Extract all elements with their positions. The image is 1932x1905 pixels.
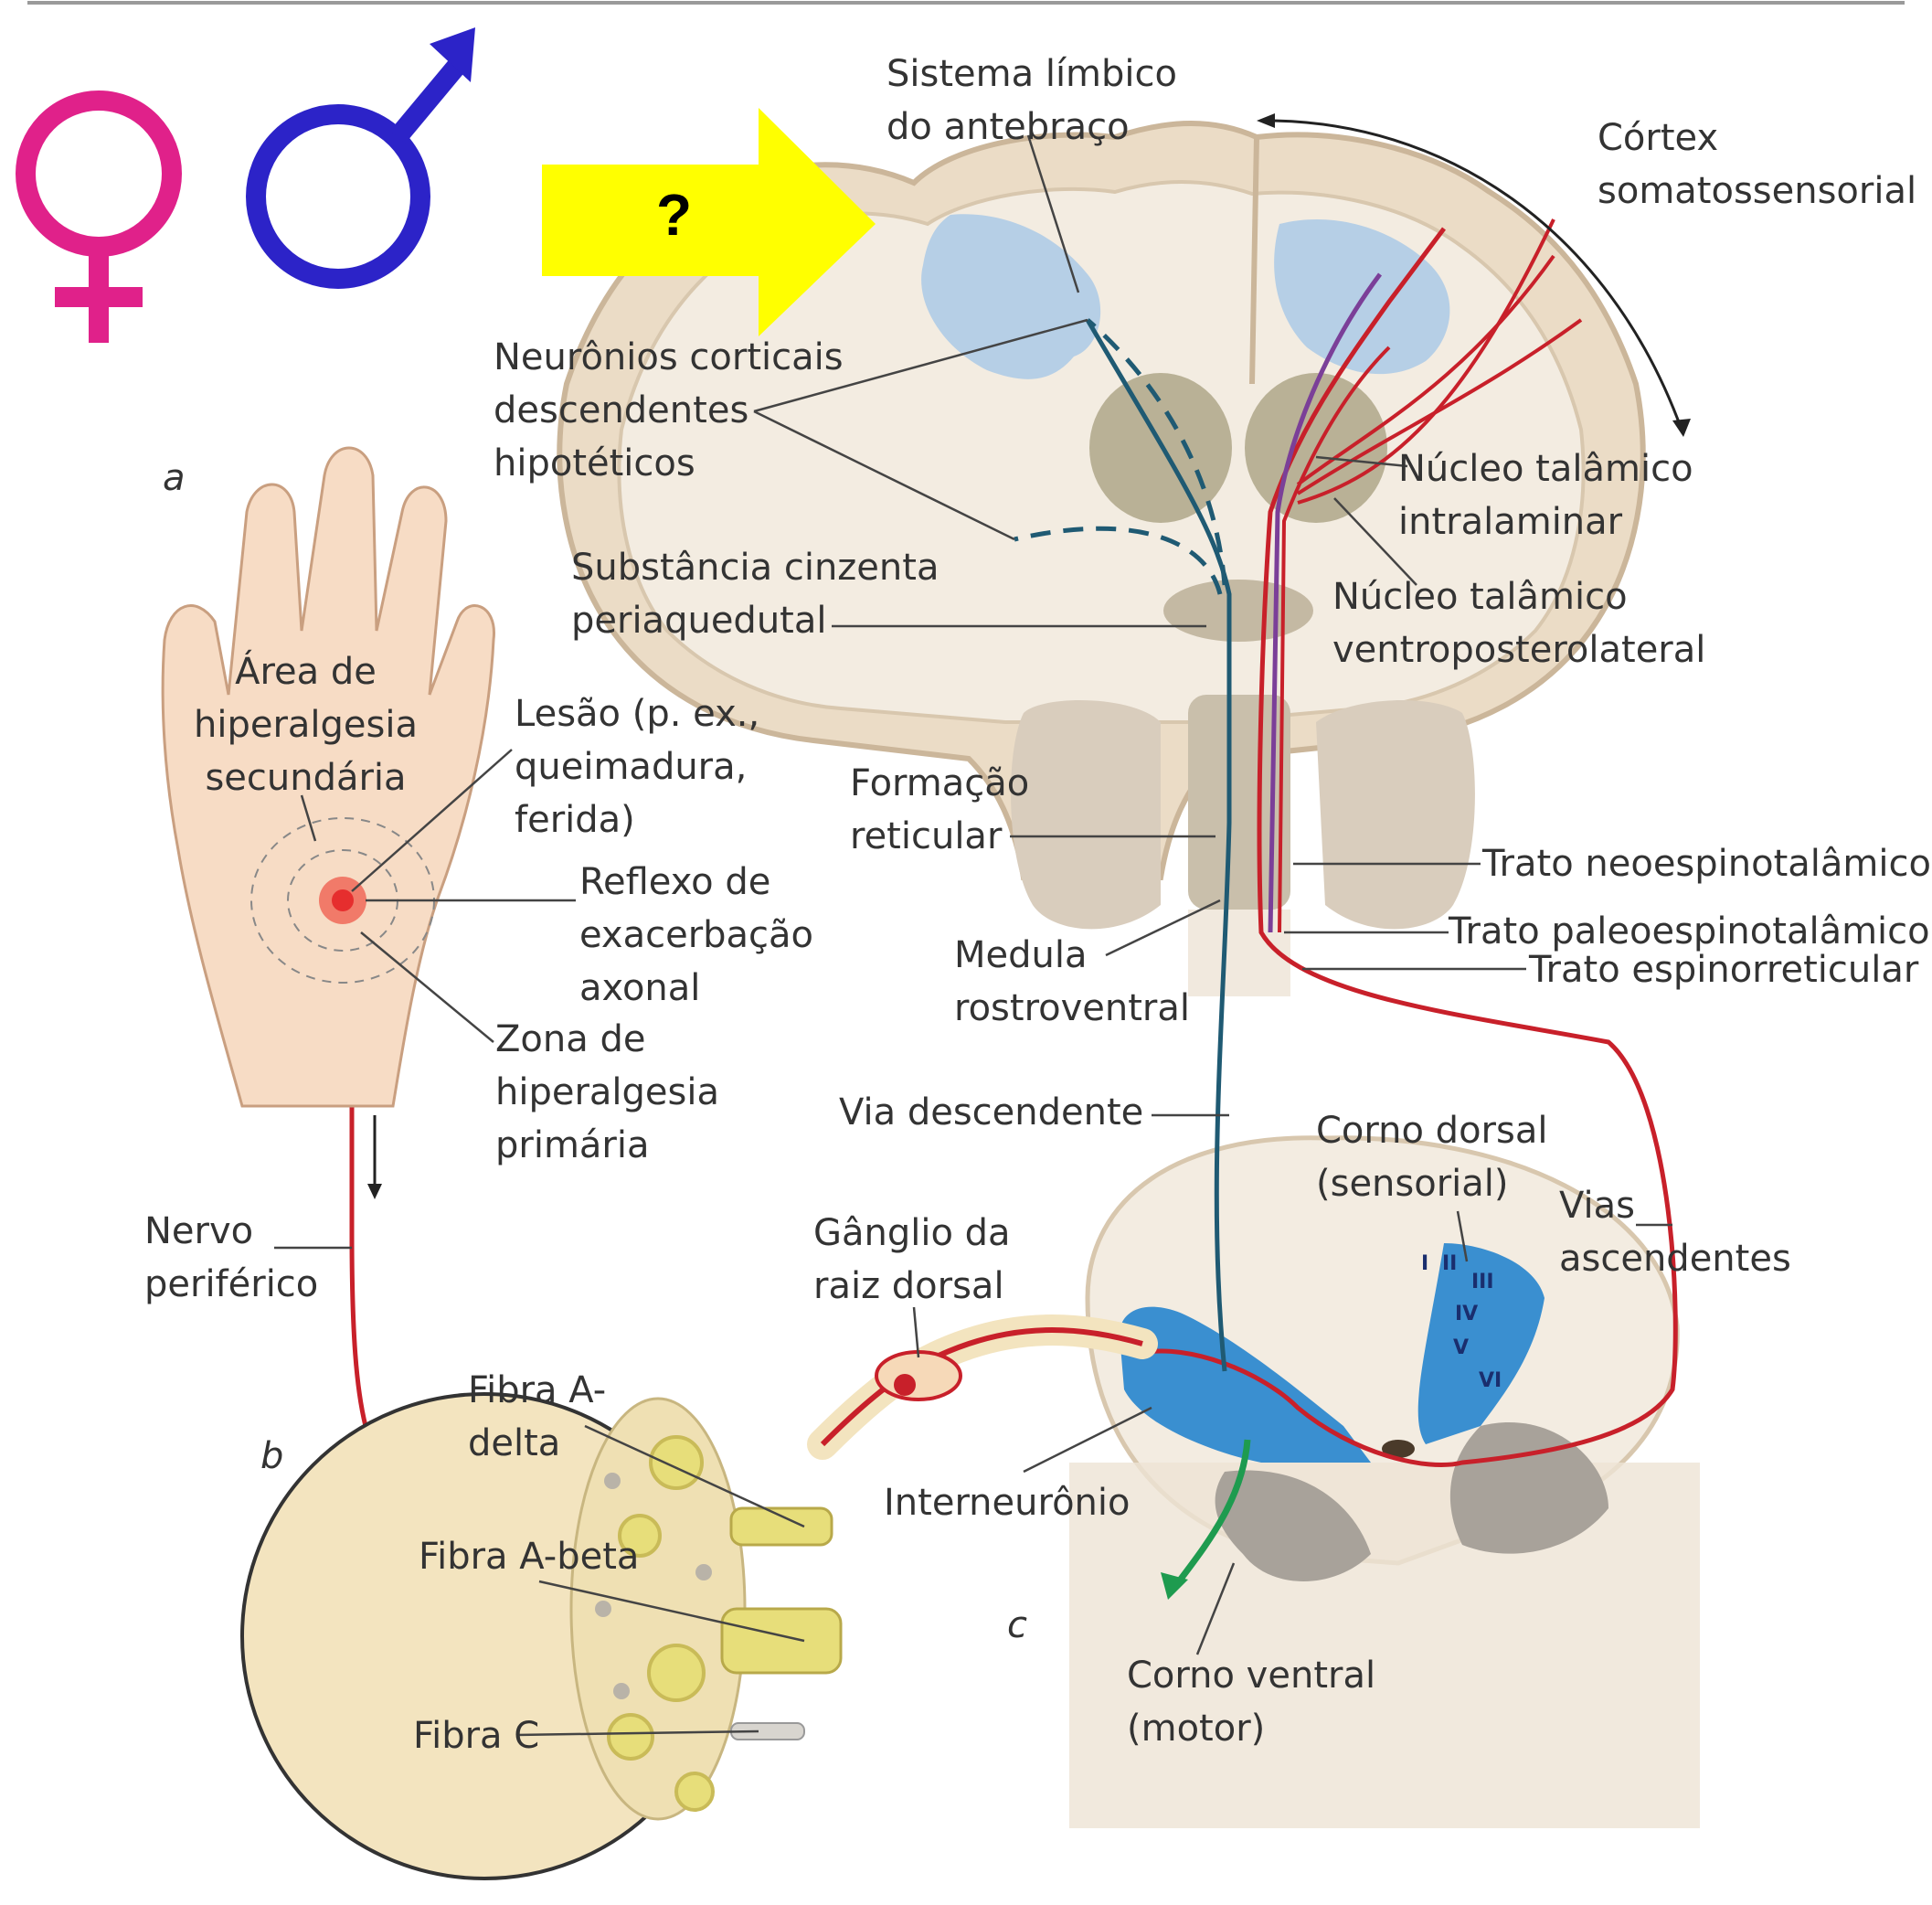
lamina-iv: IV	[1455, 1303, 1478, 1325]
question-mark: ?	[656, 181, 692, 249]
male-shaft	[398, 66, 457, 137]
label-corno-dorsal: Corno dorsal(sensorial)	[1316, 1104, 1547, 1210]
nerve-to-ganglion	[823, 1330, 1142, 1444]
lamina-v: V	[1453, 1336, 1469, 1359]
female-symbol	[26, 101, 172, 343]
lamina-vi: VI	[1479, 1369, 1502, 1392]
lamina-ii: II	[1442, 1252, 1457, 1275]
lesion-core	[332, 889, 354, 911]
fiber-dot-4	[695, 1564, 712, 1580]
label-lesao: Lesão (p. ex.,queimadura,ferida)	[515, 687, 759, 846]
cortex-arrowhead-bottom	[1672, 419, 1691, 437]
label-via-descendente: Via descendente	[839, 1086, 1143, 1139]
lamina-i: I	[1421, 1252, 1428, 1275]
pag	[1163, 580, 1313, 642]
label-interneuronio: Interneurônio	[884, 1476, 1130, 1529]
a-beta-fiber	[722, 1609, 841, 1673]
label-fibra-c: Fibra C	[413, 1709, 539, 1762]
fiber-dot-1	[604, 1473, 621, 1489]
panel-letter-a: a	[163, 457, 186, 499]
cortex-arrowhead-top	[1257, 113, 1275, 128]
fiber-dot-2	[595, 1601, 611, 1617]
spinal-cord-upper	[1188, 910, 1290, 996]
label-corno-ventral: Corno ventral(motor)	[1127, 1649, 1375, 1755]
fiber-bundle-4	[609, 1715, 653, 1759]
a-delta-fiber	[731, 1508, 832, 1545]
panel-letter-b: b	[260, 1435, 283, 1477]
fiber-dot-3	[613, 1683, 630, 1699]
male-ring	[256, 114, 420, 279]
dorsal-root-ganglion	[876, 1352, 961, 1399]
fiber-bundle-5	[676, 1773, 713, 1810]
lamina-iii: III	[1471, 1271, 1494, 1293]
label-fibra-abeta: Fibra A-beta	[419, 1530, 639, 1583]
ganglion-cell	[894, 1374, 916, 1396]
fiber-bundle-1	[651, 1437, 702, 1488]
label-trato-neo: Trato neoespinotalâmico	[1482, 837, 1931, 890]
cord-column	[1069, 1463, 1700, 1828]
panel-letter-c: c	[1007, 1604, 1027, 1646]
male-symbol	[256, 66, 457, 279]
label-fibra-adelta: Fibra A-delta	[468, 1364, 606, 1470]
label-trato-espino: Trato espinorreticular	[1529, 943, 1918, 996]
fiber-bundle-3	[649, 1645, 704, 1700]
female-ring	[26, 101, 172, 247]
downward-arrowhead	[367, 1184, 382, 1199]
